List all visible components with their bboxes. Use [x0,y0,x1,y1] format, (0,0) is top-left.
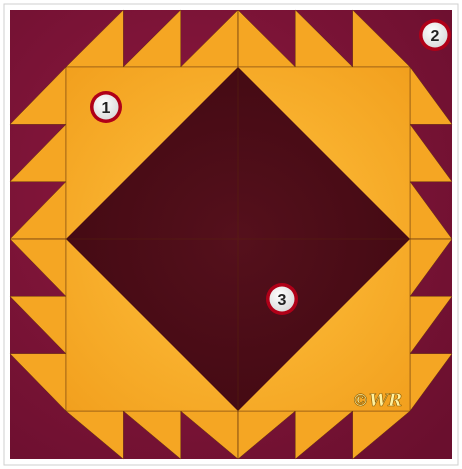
marker-badge-3: 3 [266,283,298,315]
marker-label-1: 1 [102,100,111,117]
signature-mark: ©WR [352,391,402,411]
marker-badge-1: 1 [90,91,122,123]
marker-label-2: 2 [431,28,440,45]
marker-badge-2: 2 [419,19,451,51]
marker-label-3: 3 [278,292,287,309]
